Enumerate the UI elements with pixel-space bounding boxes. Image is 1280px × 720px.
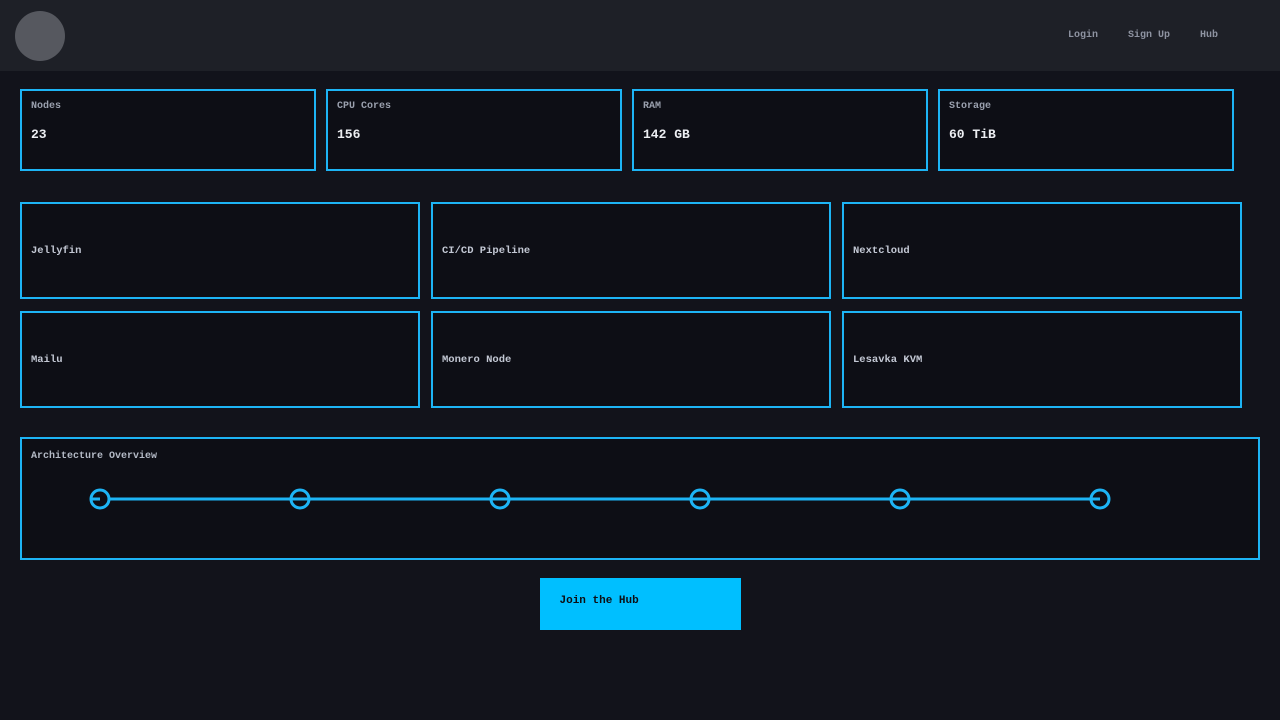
service-card-mailu[interactable]: Mailu — [20, 311, 420, 408]
logo-avatar[interactable] — [15, 10, 65, 61]
stat-value: 23 — [31, 127, 47, 142]
topbar: Login Sign Up Hub — [0, 0, 1280, 71]
topbar-nav: Login Sign Up Hub — [1068, 30, 1218, 41]
stat-value: 142 GB — [643, 127, 690, 142]
stat-label: Nodes — [31, 101, 62, 112]
service-title: CI/CD Pipeline — [442, 244, 531, 257]
stats-section: Nodes 23 CPU Cores 156 RAM 142 GB Storag… — [20, 89, 1280, 171]
stat-value: 156 — [337, 127, 361, 142]
stat-card-ram: RAM 142 GB — [632, 89, 928, 171]
stat-card-storage: Storage 60 TiB — [938, 89, 1234, 171]
service-card-nextcloud[interactable]: Nextcloud — [842, 202, 1242, 299]
service-title: Lesavka KVM — [853, 353, 923, 366]
services-section: Jellyfin CI/CD Pipeline Nextcloud Mailu … — [20, 202, 1280, 408]
nav-signup-link[interactable]: Sign Up — [1127, 30, 1170, 41]
service-card-lesavka-kvm[interactable]: Lesavka KVM — [842, 311, 1242, 408]
stat-card-nodes: Nodes 23 — [20, 89, 316, 171]
service-title: Mailu — [31, 353, 63, 366]
service-card-jellyfin[interactable]: Jellyfin — [20, 202, 420, 299]
nav-login-link[interactable]: Login — [1067, 30, 1098, 41]
stat-label: Storage — [949, 101, 992, 112]
cta-row: Join the Hub — [0, 560, 1280, 630]
stat-card-cpu-cores: CPU Cores 156 — [326, 89, 622, 171]
join-hub-button[interactable]: Join the Hub — [539, 578, 741, 630]
service-title: Nextcloud — [853, 244, 910, 257]
architecture-diagram — [89, 488, 1111, 510]
service-card-cicd-pipeline[interactable]: CI/CD Pipeline — [431, 202, 831, 299]
nav-hub-link[interactable]: Hub — [1199, 30, 1218, 41]
architecture-title: Architecture Overview — [31, 451, 158, 462]
stat-value: 60 TiB — [949, 127, 996, 142]
service-title: Monero Node — [442, 353, 512, 366]
stat-label: CPU Cores — [337, 101, 392, 112]
service-card-monero-node[interactable]: Monero Node — [431, 311, 831, 408]
stat-label: RAM — [643, 101, 662, 112]
architecture-panel: Architecture Overview — [20, 437, 1260, 560]
service-title: Jellyfin — [31, 244, 82, 257]
